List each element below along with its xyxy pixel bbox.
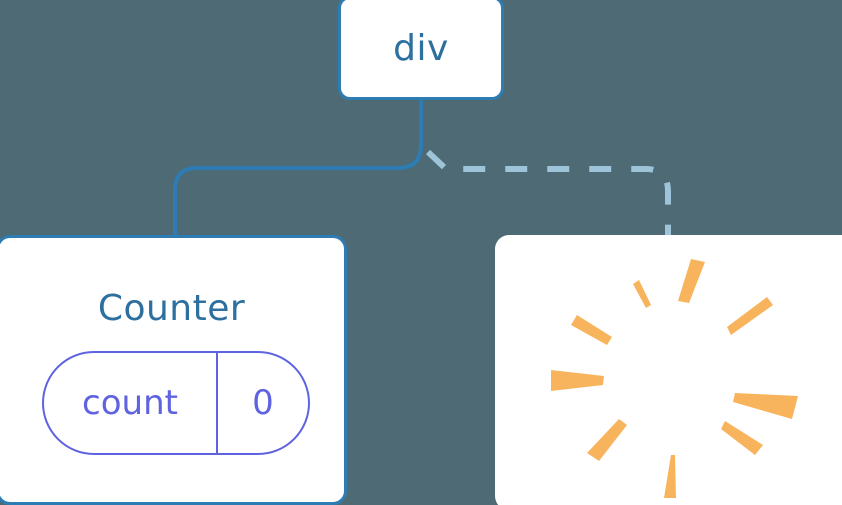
- state-value-label: 0: [252, 383, 274, 423]
- counter-node-label: Counter: [97, 288, 246, 329]
- counter-state-pill[interactable]: count 0: [42, 351, 310, 455]
- edge-div-to-rerender: [425, 149, 671, 240]
- div-node-label: div: [393, 27, 449, 69]
- rerender-node[interactable]: [495, 235, 842, 505]
- div-node[interactable]: div: [338, 0, 504, 100]
- sparkle-burst-icon: [551, 259, 798, 498]
- edge-div-to-counter: [173, 98, 423, 242]
- state-key-label: count: [44, 353, 218, 453]
